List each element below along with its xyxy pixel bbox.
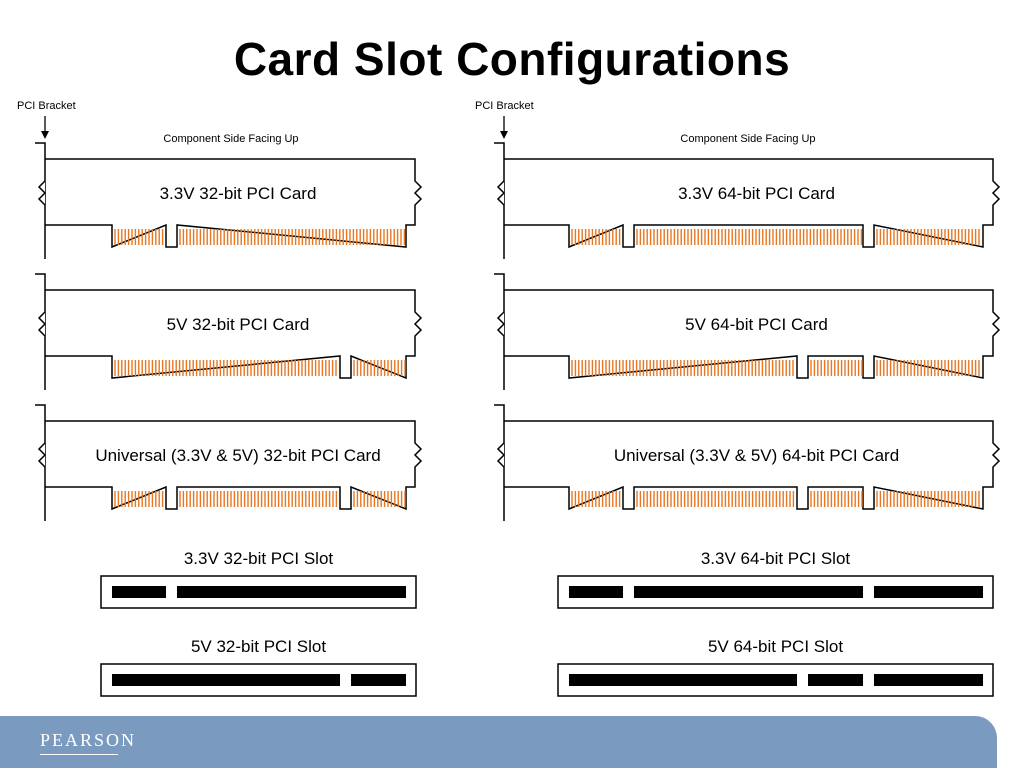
pci-card: Universal (3.3V & 5V) 64-bit PCI Card	[494, 404, 1001, 521]
card-outline	[504, 289, 1001, 379]
contact-fingers	[810, 360, 863, 376]
contact-fingers	[876, 360, 980, 376]
contact-fingers	[876, 229, 980, 245]
contact-fingers	[179, 491, 338, 507]
slot-label: 5V 32-bit PCI Slot	[191, 637, 326, 656]
contact-fingers	[353, 360, 406, 376]
pci-bracket-arrowhead	[500, 131, 508, 139]
card-edge-notch	[496, 180, 506, 206]
footer-bar: PEARSON	[0, 716, 997, 768]
pci-card: 5V 32-bit PCI Card	[35, 273, 423, 390]
card-edge-notch	[496, 442, 506, 468]
card-outline	[45, 420, 423, 511]
slide-title: Card Slot Configurations	[233, 33, 791, 85]
contact-fingers	[810, 491, 863, 507]
slot-key-segment	[177, 586, 406, 598]
pci-card: 5V 64-bit PCI Card	[494, 273, 1001, 390]
card-label: 3.3V 32-bit PCI Card	[160, 184, 317, 203]
slot-label: 3.3V 64-bit PCI Slot	[701, 549, 851, 568]
orientation-label: Component Side Facing Up	[680, 133, 815, 145]
pci-slot: 5V 32-bit PCI Slot	[100, 637, 417, 697]
card-label: 5V 64-bit PCI Card	[685, 315, 828, 334]
pci-bracket-arrowhead	[41, 131, 49, 139]
card-label: Universal (3.3V & 5V) 32-bit PCI Card	[95, 446, 380, 465]
contact-fingers	[636, 491, 795, 507]
slot-key-segment	[112, 674, 340, 686]
pci-slot: 3.3V 64-bit PCI Slot	[557, 549, 994, 609]
card-outline	[504, 420, 1001, 511]
contact-fingers	[636, 229, 863, 245]
pci-card: Universal (3.3V & 5V) 32-bit PCI Card	[35, 404, 423, 521]
slot-key-segment	[874, 674, 983, 686]
logo-underline	[40, 754, 118, 755]
slot-label: 5V 64-bit PCI Slot	[708, 637, 843, 656]
card-bracket	[494, 404, 505, 521]
card-bracket	[494, 142, 505, 259]
card-label: 3.3V 64-bit PCI Card	[678, 184, 835, 203]
contact-fingers	[876, 491, 980, 507]
contact-fingers	[114, 360, 337, 376]
slot-key-segment	[634, 586, 863, 598]
card-edge-notch	[37, 442, 47, 468]
slot-label: 3.3V 32-bit PCI Slot	[184, 549, 334, 568]
card-outline	[504, 158, 1001, 249]
pci-slot: 5V 64-bit PCI Slot	[557, 637, 994, 697]
card-slot-diagram: PCI Bracket Component Side Facing Up 3.3…	[17, 100, 1001, 697]
contact-fingers	[114, 491, 164, 507]
card-label: 5V 32-bit PCI Card	[167, 315, 310, 334]
slot-key-segment	[569, 586, 623, 598]
card-outline	[45, 158, 423, 249]
card-edge-notch	[37, 180, 47, 206]
left-panel-32bit: PCI Bracket Component Side Facing Up 3.3…	[17, 100, 423, 697]
slot-key-segment	[112, 586, 166, 598]
pci-card: 3.3V 64-bit PCI Card	[494, 142, 1001, 259]
card-bracket	[35, 273, 46, 390]
card-edge-notch	[37, 311, 47, 337]
card-label: Universal (3.3V & 5V) 64-bit PCI Card	[614, 446, 899, 465]
slot-key-segment	[874, 586, 983, 598]
contact-fingers	[571, 360, 794, 376]
pci-slot: 3.3V 32-bit PCI Slot	[100, 549, 417, 609]
contact-fingers	[114, 229, 164, 245]
pearson-logo: PEARSON	[40, 730, 137, 750]
slot-key-segment	[808, 674, 863, 686]
card-bracket	[35, 404, 46, 521]
contact-fingers	[353, 491, 406, 507]
card-edge-notch	[496, 311, 506, 337]
contact-fingers	[571, 491, 621, 507]
slot-key-segment	[569, 674, 797, 686]
card-bracket	[494, 273, 505, 390]
contact-fingers	[571, 229, 621, 245]
contact-fingers	[179, 229, 406, 245]
orientation-label: Component Side Facing Up	[163, 133, 298, 145]
pci-bracket-label: PCI Bracket	[17, 100, 76, 112]
pci-bracket-label: PCI Bracket	[475, 100, 534, 112]
slot-key-segment	[351, 674, 406, 686]
pci-card: 3.3V 32-bit PCI Card	[35, 142, 423, 259]
card-bracket	[35, 142, 46, 259]
right-panel-64bit: PCI Bracket Component Side Facing Up 3.3…	[475, 100, 1001, 697]
